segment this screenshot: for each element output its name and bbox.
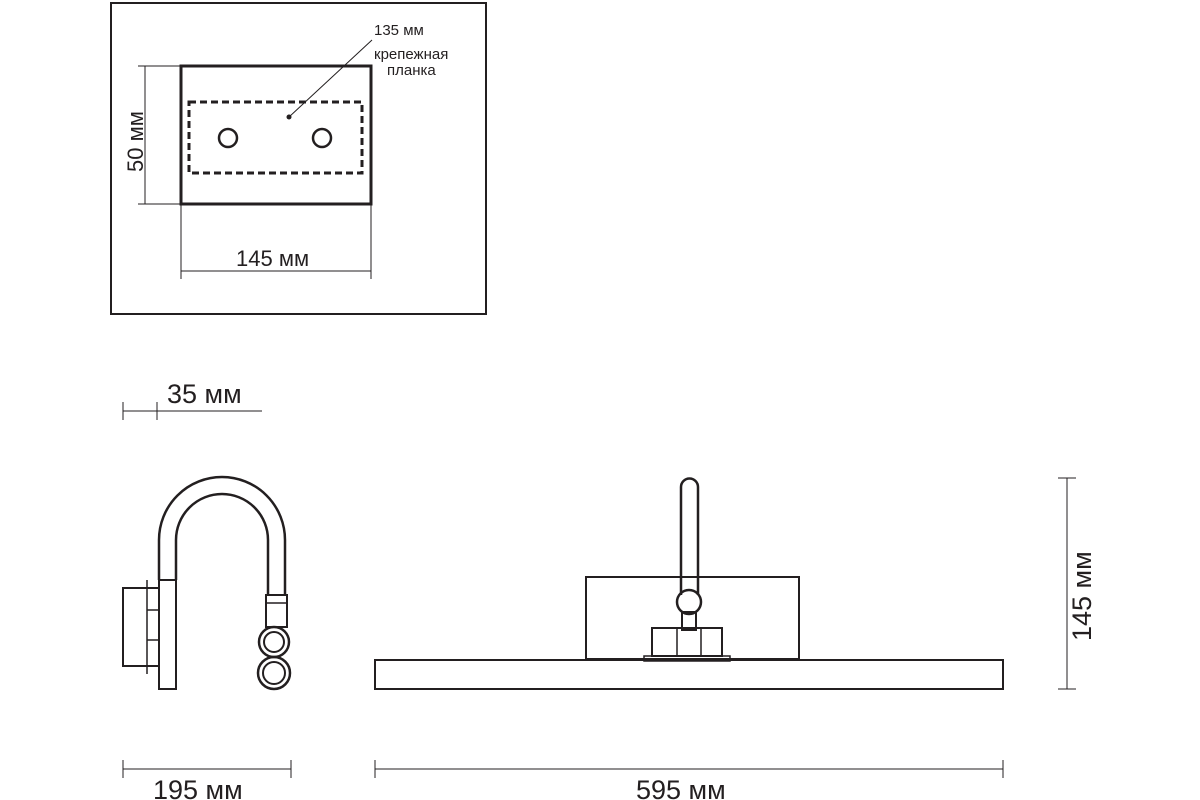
front-length-label: 595 мм <box>636 775 726 800</box>
side-reach-label: 195 мм <box>153 775 243 800</box>
arm-arc-outer <box>157 475 287 595</box>
lamp-ring-upper-inner <box>263 631 285 653</box>
mount-plate-inset: 135 мм крепежная планка 50 мм 145 мм <box>110 2 487 315</box>
callout-label-line2: планка <box>387 62 436 79</box>
side-depth-label: 35 мм <box>167 379 242 409</box>
mounting-bar-dashed <box>187 100 364 175</box>
front-view: 145 мм 595 мм <box>374 477 1097 800</box>
plate-height-label: 50 мм <box>123 111 148 172</box>
mount-bar-size-label: 135 мм <box>374 22 424 39</box>
plate-outline <box>179 64 373 206</box>
arm-joint-sleeve <box>265 594 288 628</box>
front-height-label: 145 мм <box>1067 551 1097 641</box>
screw-hole-right <box>311 127 333 149</box>
plate-width-label: 145 мм <box>236 246 309 271</box>
front-pivot-joint <box>675 588 703 616</box>
callout-dot <box>286 114 292 120</box>
front-lamp-bar <box>374 659 1004 690</box>
front-arm <box>679 477 700 595</box>
wall-block <box>122 587 160 667</box>
side-plate <box>158 579 177 690</box>
lamp-ring-lower <box>256 655 292 691</box>
inset-frame <box>110 2 487 315</box>
side-view: 35 мм 195 мм <box>122 379 292 800</box>
front-bracket <box>651 627 723 657</box>
callout-label-line1: крепежная <box>374 46 448 63</box>
callout-leader <box>288 39 373 118</box>
screw-hole-left <box>217 127 239 149</box>
front-arm-sleeve <box>681 611 697 631</box>
arm-arc-inner <box>174 492 270 595</box>
lamp-ring-lower-inner <box>262 661 286 685</box>
